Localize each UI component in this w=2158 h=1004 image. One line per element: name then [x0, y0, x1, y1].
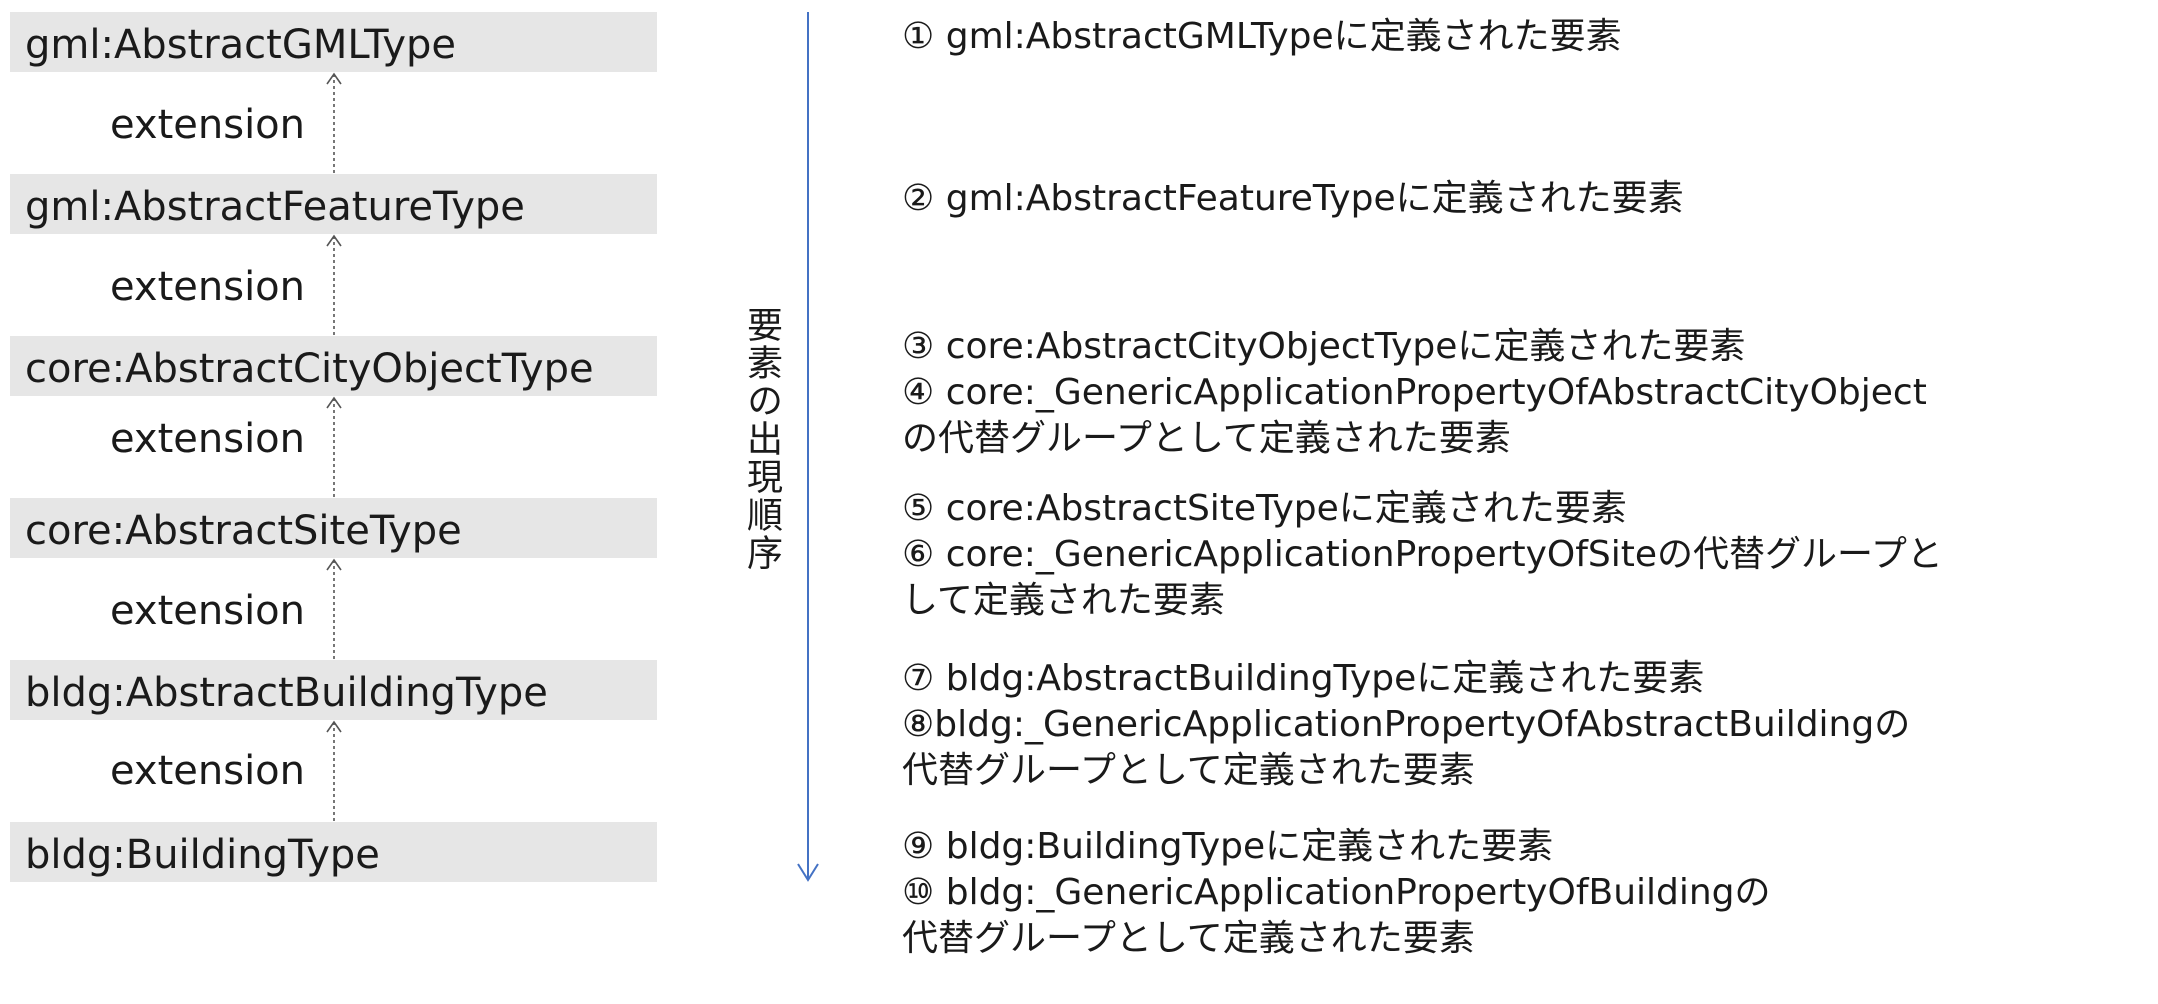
- type-box: core:AbstractCityObjectType: [10, 336, 657, 396]
- extension-label: extension: [110, 264, 305, 310]
- note-line: ⑤ core:AbstractSiteTypeに定義された要素: [902, 488, 1627, 529]
- note-line: ① gml:AbstractGMLTypeに定義された要素: [902, 16, 1622, 57]
- type-box: gml:AbstractGMLType: [10, 12, 657, 72]
- extension-arrow: [326, 558, 342, 659]
- extension-label: extension: [110, 748, 305, 794]
- note-line: ⑩ bldg:_GenericApplicationPropertyOfBuil…: [902, 872, 1771, 913]
- note-group-4: ⑤ core:AbstractSiteTypeに定義された要素 ⑥ core:_…: [902, 486, 2132, 624]
- extension-arrow: [326, 396, 342, 497]
- note-line: ⑨ bldg:BuildingTypeに定義された要素: [902, 826, 1554, 867]
- note-line: ③ core:AbstractCityObjectTypeに定義された要素: [902, 326, 1746, 367]
- extension-arrow: [326, 72, 342, 173]
- note-group-1: ① gml:AbstractGMLTypeに定義された要素: [902, 14, 2132, 60]
- type-name: core:AbstractCityObjectType: [25, 346, 594, 392]
- extension-label: extension: [110, 416, 305, 462]
- note-group-5: ⑦ bldg:AbstractBuildingTypeに定義された要素 ⑧bld…: [902, 656, 2132, 794]
- type-box: bldg:AbstractBuildingType: [10, 660, 657, 720]
- note-line: の代替グループとして定義された要素: [902, 418, 1511, 459]
- type-name: core:AbstractSiteType: [25, 508, 462, 554]
- type-name: bldg:BuildingType: [25, 832, 380, 878]
- note-line: ④ core:_GenericApplicationPropertyOfAbst…: [902, 372, 1927, 413]
- note-group-3: ③ core:AbstractCityObjectTypeに定義された要素 ④ …: [902, 324, 2132, 462]
- type-name: gml:AbstractGMLType: [25, 22, 457, 68]
- extension-arrow: [326, 234, 342, 335]
- note-line: して定義された要素: [902, 580, 1225, 621]
- extension-label: extension: [110, 588, 305, 634]
- note-group-2: ② gml:AbstractFeatureTypeに定義された要素: [902, 176, 2132, 222]
- type-box: gml:AbstractFeatureType: [10, 174, 657, 234]
- note-group-6: ⑨ bldg:BuildingTypeに定義された要素 ⑩ bldg:_Gene…: [902, 824, 2132, 962]
- type-name: gml:AbstractFeatureType: [25, 184, 525, 230]
- type-name: bldg:AbstractBuildingType: [25, 670, 548, 716]
- note-line: ⑥ core:_GenericApplicationPropertyOfSite…: [902, 534, 1943, 575]
- extension-arrow: [326, 720, 342, 821]
- extension-label: extension: [110, 102, 305, 148]
- order-arrow: [797, 12, 819, 882]
- type-box: core:AbstractSiteType: [10, 498, 657, 558]
- note-line: ⑦ bldg:AbstractBuildingTypeに定義された要素: [902, 658, 1705, 699]
- order-label: 要素の出現順序: [741, 306, 782, 572]
- note-line: 代替グループとして定義された要素: [902, 918, 1475, 959]
- note-line: ② gml:AbstractFeatureTypeに定義された要素: [902, 178, 1684, 219]
- note-line: ⑧bldg:_GenericApplicationPropertyOfAbstr…: [902, 704, 1911, 745]
- note-line: 代替グループとして定義された要素: [902, 750, 1475, 791]
- type-box: bldg:BuildingType: [10, 822, 657, 882]
